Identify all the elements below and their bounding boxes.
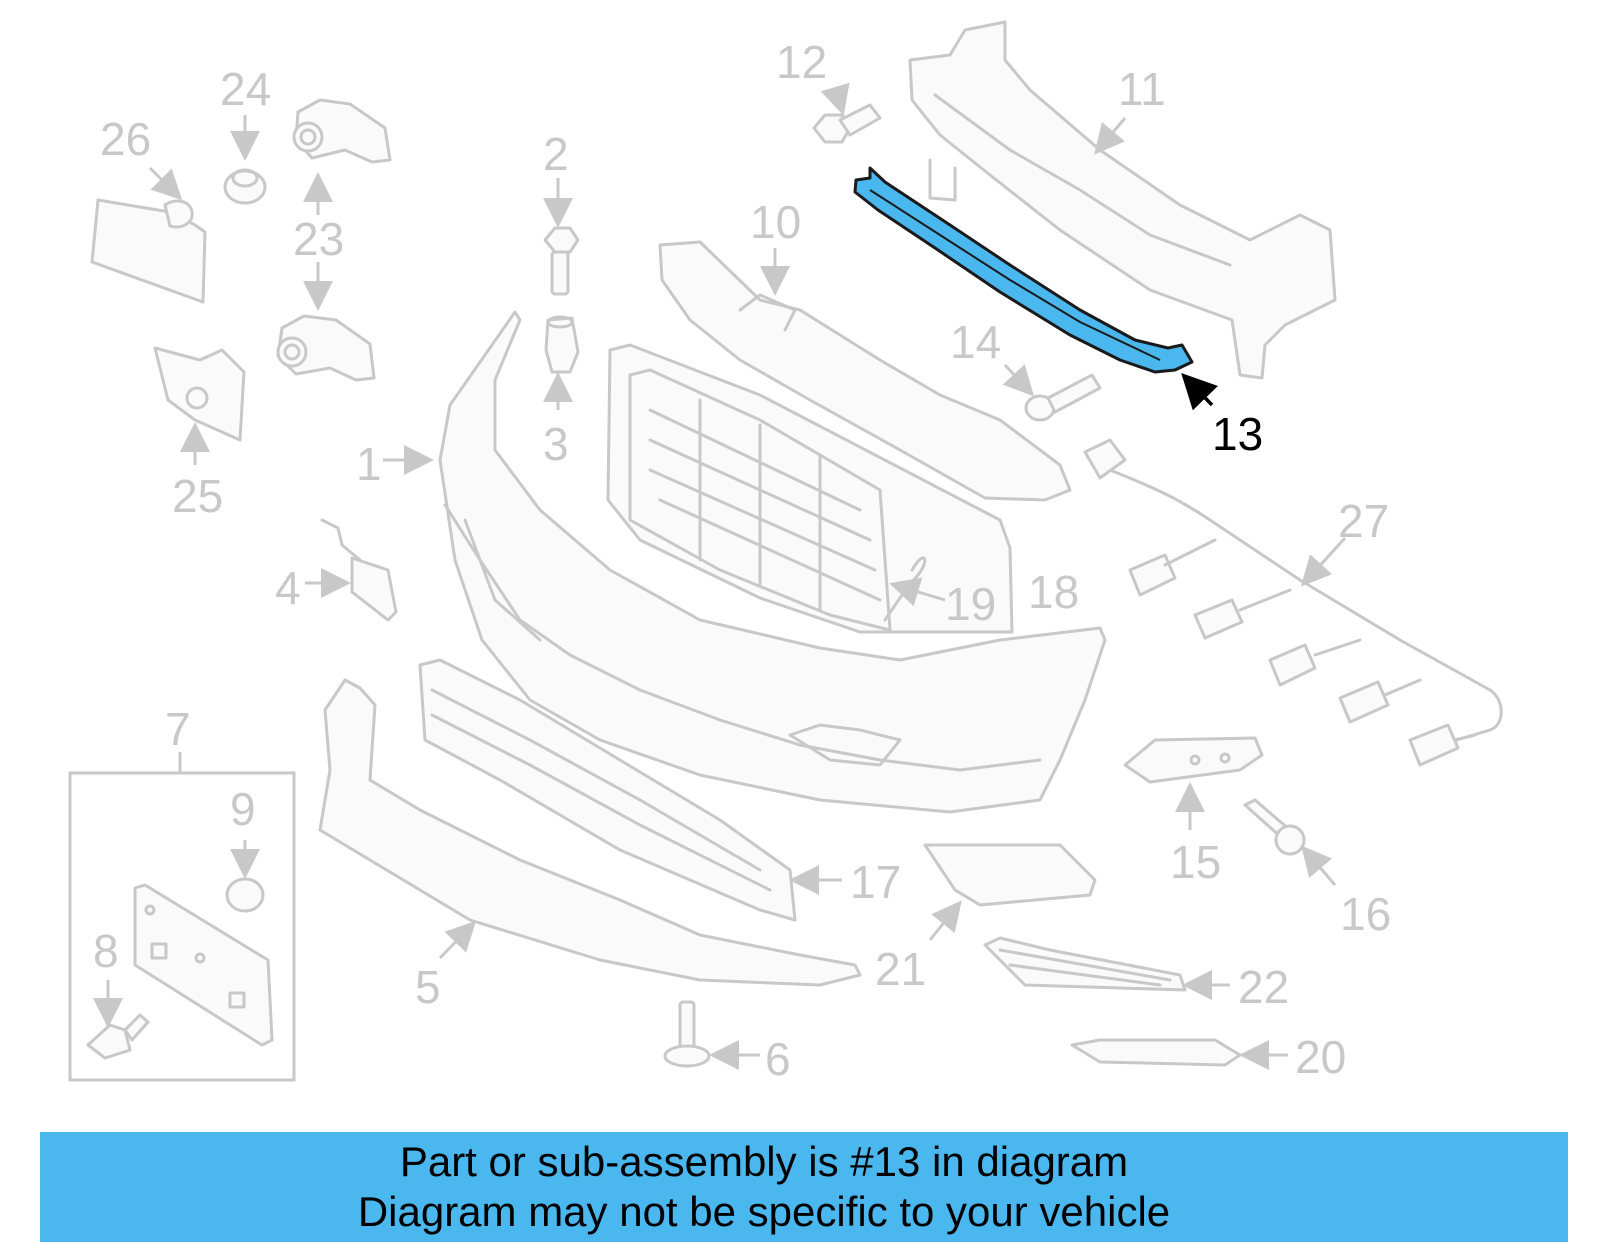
part-23-sensor-lower [276, 314, 376, 382]
callout-9: 9 [230, 783, 256, 835]
part-8-screw [86, 1013, 150, 1060]
callout-16: 16 [1340, 888, 1391, 940]
callout-labels: 26 24 23 25 2 3 1 4 10 12 11 13 14 19 18… [93, 36, 1391, 1085]
part-10-absorber [658, 240, 1072, 502]
part-1-bumper-cover [438, 310, 1107, 814]
callout-15: 15 [1170, 836, 1221, 888]
part-23-sensor-upper [292, 98, 392, 164]
part-12-bolt [812, 103, 882, 144]
part-16-bolt [1243, 798, 1306, 856]
part-6-bolt [663, 1000, 711, 1068]
callout-23: 23 [293, 213, 344, 265]
callout-11: 11 [1118, 63, 1166, 115]
part-13-impact-bar [853, 166, 1194, 374]
banner-line-2: Diagram may not be specific to your vehi… [357, 1188, 1171, 1235]
part-19-wire [883, 556, 927, 622]
part-17-lower-grille [418, 658, 797, 922]
part-25-sensor-bracket [153, 346, 246, 442]
callout-25: 25 [172, 470, 223, 522]
callout-17: 17 [850, 856, 901, 908]
part-20-strip [1070, 1038, 1242, 1067]
callout-1: 1 [356, 438, 382, 490]
callout-7: 7 [165, 703, 191, 755]
callout-10: 10 [750, 196, 801, 248]
part-4-sensor [320, 518, 398, 622]
callout-6: 6 [765, 1033, 791, 1085]
callout-3: 3 [543, 418, 569, 470]
callout-4: 4 [275, 562, 301, 614]
callout-26: 26 [100, 113, 151, 165]
banner-line-1: Part or sub-assembly is #13 in diagram [399, 1138, 1129, 1185]
part-22-fog-grille [983, 936, 1187, 992]
part-3-insert [544, 315, 580, 374]
callout-8: 8 [93, 925, 119, 977]
part-9-nut [225, 877, 265, 913]
callout-27: 27 [1338, 495, 1389, 547]
callout-12: 12 [776, 36, 827, 88]
callout-18: 18 [1028, 566, 1079, 618]
part-2-bolt [543, 226, 580, 296]
callout-5: 5 [415, 961, 441, 1013]
callout-14: 14 [950, 316, 1001, 368]
callout-2: 2 [543, 128, 569, 180]
callout-21: 21 [875, 943, 926, 995]
callout-22: 22 [1238, 961, 1289, 1013]
part-11-reinforcement [908, 20, 1337, 380]
callout-13: 13 [1212, 408, 1263, 460]
part-21-trim [923, 843, 1097, 907]
part-15-bracket [1123, 736, 1264, 784]
callout-19: 19 [945, 578, 996, 630]
part-7-group-box [68, 752, 296, 1082]
leader-arrows [93, 82, 1347, 1070]
part-26-bracket [90, 198, 207, 304]
part-27-harness [1083, 438, 1503, 767]
part-5-valance [318, 678, 862, 987]
part-18-grille-frame [606, 343, 1014, 634]
part-14-bolt [1024, 373, 1102, 422]
info-banner: Part or sub-assembly is #13 in diagram D… [40, 1132, 1568, 1242]
part-24-grommet [223, 168, 267, 205]
callout-24: 24 [220, 63, 271, 115]
callout-20: 20 [1295, 1031, 1346, 1083]
